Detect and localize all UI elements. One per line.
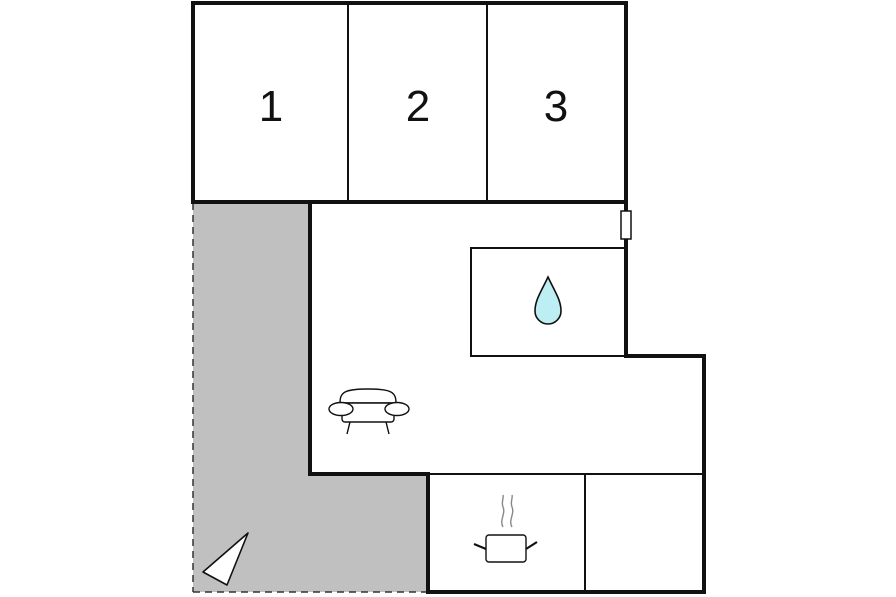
terrace <box>192 203 428 593</box>
bathroom <box>470 247 626 357</box>
main-area-outer-wall <box>308 202 706 594</box>
room-label-3: 3 <box>544 82 568 131</box>
water-drop-icon <box>534 275 562 325</box>
kitchen-area <box>428 473 704 592</box>
room-label-2: 2 <box>406 82 430 131</box>
bathroom-wall <box>470 247 626 357</box>
compass-arrow-icon <box>202 532 249 586</box>
terrace-fill <box>193 203 428 592</box>
sofa-icon <box>328 388 410 435</box>
cooking-pot-icon <box>473 494 538 563</box>
entrance-door <box>620 210 632 240</box>
room-label-1: 1 <box>259 82 283 131</box>
